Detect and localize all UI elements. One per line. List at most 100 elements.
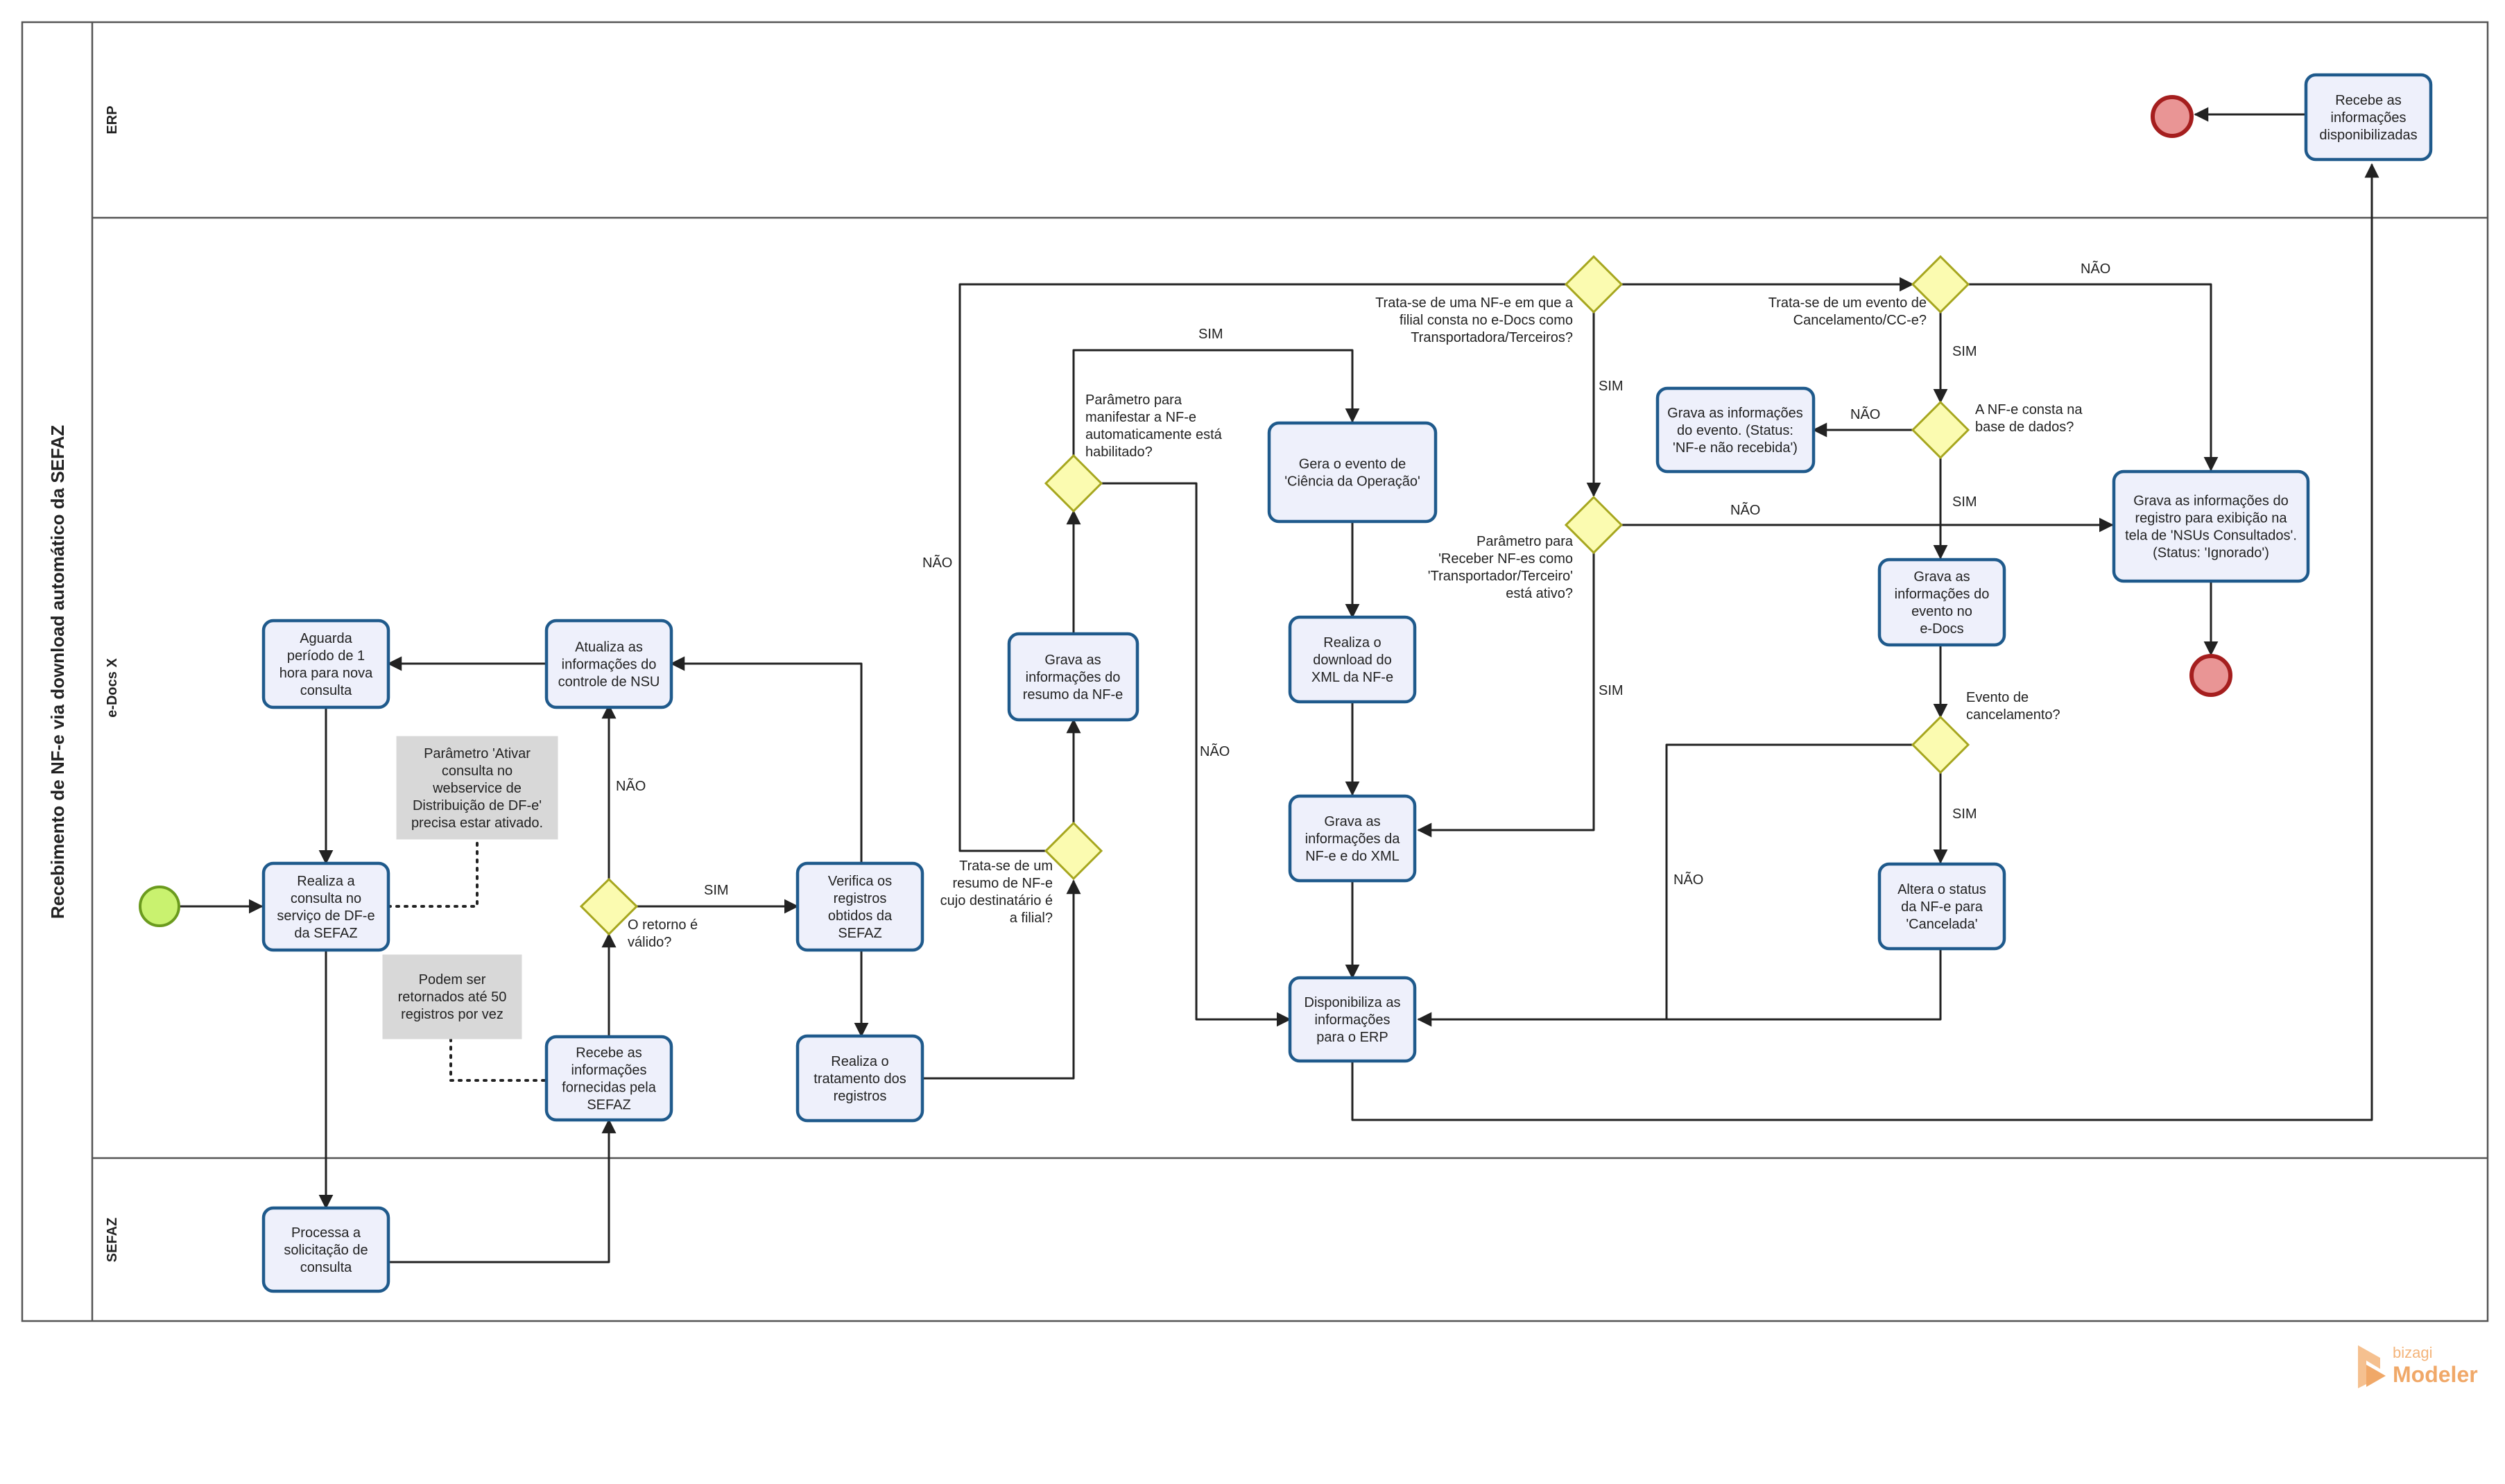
text-line: obtidos da xyxy=(828,908,893,924)
text-grava-nfe: Grava as informações da NF-e e do XML xyxy=(1305,814,1401,864)
text-line: Aguarda xyxy=(300,631,352,646)
association-ativar xyxy=(387,838,479,908)
task-grava-evento-nao-recebida xyxy=(1655,386,1816,474)
brand-small-text: bizagi xyxy=(2393,1344,2432,1361)
text-line: Grava as informações xyxy=(1667,406,1803,421)
task-recebe-informacoes xyxy=(544,1035,673,1122)
text-line: resumo de NF-e xyxy=(953,876,1053,891)
text-line: tela de 'NSUs Consultados'. xyxy=(2125,528,2297,544)
text-line: Processa a xyxy=(291,1225,361,1241)
task-altera-status-cancelada xyxy=(1877,862,2006,951)
text-line: informações xyxy=(2331,110,2407,126)
lane-edocs-label: e-Docs X xyxy=(105,658,120,718)
text-line: Realiza o xyxy=(831,1054,888,1069)
task-realiza-consulta xyxy=(261,861,390,952)
text-ciencia: Gera o evento de'Ciência da Operação' xyxy=(1284,457,1420,490)
text-line: Realiza o xyxy=(1323,635,1381,650)
task-grava-nfe-xml xyxy=(1288,794,1417,883)
text-line: está ativo? xyxy=(1506,586,1573,601)
text-line: Recebe as xyxy=(576,1046,642,1061)
text-line: retornados até 50 xyxy=(398,990,507,1005)
label-sim-consta-base: SIM xyxy=(1952,494,1977,510)
label-nao-receber: NÃO xyxy=(1730,501,1760,518)
text-line: Trata-se de um evento de xyxy=(1768,295,1927,311)
text-line: Verifica os xyxy=(828,874,892,889)
text-line: base de dados? xyxy=(1975,420,2074,435)
text-line: Podem ser xyxy=(419,972,486,987)
task-atualiza-nsu xyxy=(544,619,673,709)
annotation-podem-ser-retornados xyxy=(382,954,522,1039)
bizagi-modeler-logo: bizagi Modeler xyxy=(2358,1344,2478,1388)
flow-labels: SIM NÃO NÃO SIM NÃO SIM NÃO SIM NÃO SIM … xyxy=(616,260,2110,898)
text-line: registro para exibição na xyxy=(2135,511,2287,526)
text-line: precisa estar ativado. xyxy=(411,816,543,831)
text-line: controle de NSU xyxy=(558,675,660,690)
text-line: Parâmetro para xyxy=(1085,392,1182,408)
task-verifica-registros xyxy=(795,861,924,952)
text-line: XML da NF-e xyxy=(1311,670,1393,685)
lane-sefaz-label: SEFAZ xyxy=(105,1218,120,1262)
text-line: solicitação de xyxy=(284,1243,368,1258)
text-line: evento no xyxy=(1911,604,1972,619)
text-line: informações xyxy=(571,1063,647,1078)
text-line: habilitado? xyxy=(1085,445,1153,460)
pool-title: Recebimento de NF-e via download automát… xyxy=(47,425,68,919)
text-line: Cancelamento/CC-e? xyxy=(1793,313,1927,328)
text-line: webservice de xyxy=(432,781,522,796)
gateway-manifestar xyxy=(1044,454,1103,513)
task-ciencia-operacao xyxy=(1267,421,1438,524)
text-line: 'NF-e não recebida') xyxy=(1673,440,1798,456)
lane-erp-label: ERP xyxy=(105,105,120,134)
task-grava-ignorado xyxy=(2112,469,2310,583)
text-line: consulta no xyxy=(442,763,513,779)
label-sim-receber: SIM xyxy=(1599,683,1624,698)
label-sim-retorno: SIM xyxy=(704,883,729,898)
text-line: do evento. (Status: xyxy=(1677,423,1793,438)
text-line: filial consta no e-Docs como xyxy=(1400,313,1573,328)
text-line: Trata-se de uma NF-e em que a xyxy=(1375,295,1574,311)
text-line: Altera o status xyxy=(1897,882,1986,897)
text-line: Grava as informações do xyxy=(2133,494,2288,509)
text-processa: Processa a solicitação de consulta xyxy=(284,1225,368,1275)
gateway-receber-nfes xyxy=(1564,495,1624,555)
label-sim-transportadora: SIM xyxy=(1599,379,1624,394)
text-gateway-evento-canc: Evento de cancelamento? xyxy=(1966,690,2060,723)
task-grava-evento-edocs xyxy=(1877,558,2006,647)
text-line: informações xyxy=(1315,1012,1391,1028)
text-line: Grava as xyxy=(1913,569,1970,585)
text-line: consulta xyxy=(300,1260,352,1275)
text-line: manifestar a NF-e xyxy=(1085,410,1196,425)
text-line: Gera o evento de xyxy=(1299,457,1406,472)
text-line: Grava as xyxy=(1324,814,1380,829)
label-sim-cancelamento-cce: SIM xyxy=(1952,344,1977,359)
text-line: Evento de xyxy=(1966,690,2029,705)
text-line: registros xyxy=(834,1089,887,1104)
annotation-ativar-consulta xyxy=(396,736,558,840)
task-download-xml xyxy=(1288,615,1417,704)
task-processa-solicitacao xyxy=(261,1206,390,1293)
text-line: NF-e e do XML xyxy=(1305,849,1400,864)
text-line: Atualiza as xyxy=(575,640,643,655)
text-line: informações da xyxy=(1305,831,1401,847)
gateway-resumo-nfe xyxy=(1044,821,1103,881)
text-line: Transportadora/Terceiros? xyxy=(1411,330,1573,345)
text-line: fornecidas pela xyxy=(562,1080,657,1096)
label-nao-retorno: NÃO xyxy=(616,777,646,794)
text-line: cancelamento? xyxy=(1966,707,2060,723)
label-sim-manifestar: SIM xyxy=(1198,327,1223,342)
text-grava-ignorado: Grava as informações do registro para exi… xyxy=(2125,494,2297,561)
text-line: da SEFAZ xyxy=(294,926,357,941)
text-line: período de 1 xyxy=(287,648,365,664)
text-line: Distribuição de DF-e' xyxy=(413,798,542,813)
text-line: a filial? xyxy=(1010,911,1053,926)
